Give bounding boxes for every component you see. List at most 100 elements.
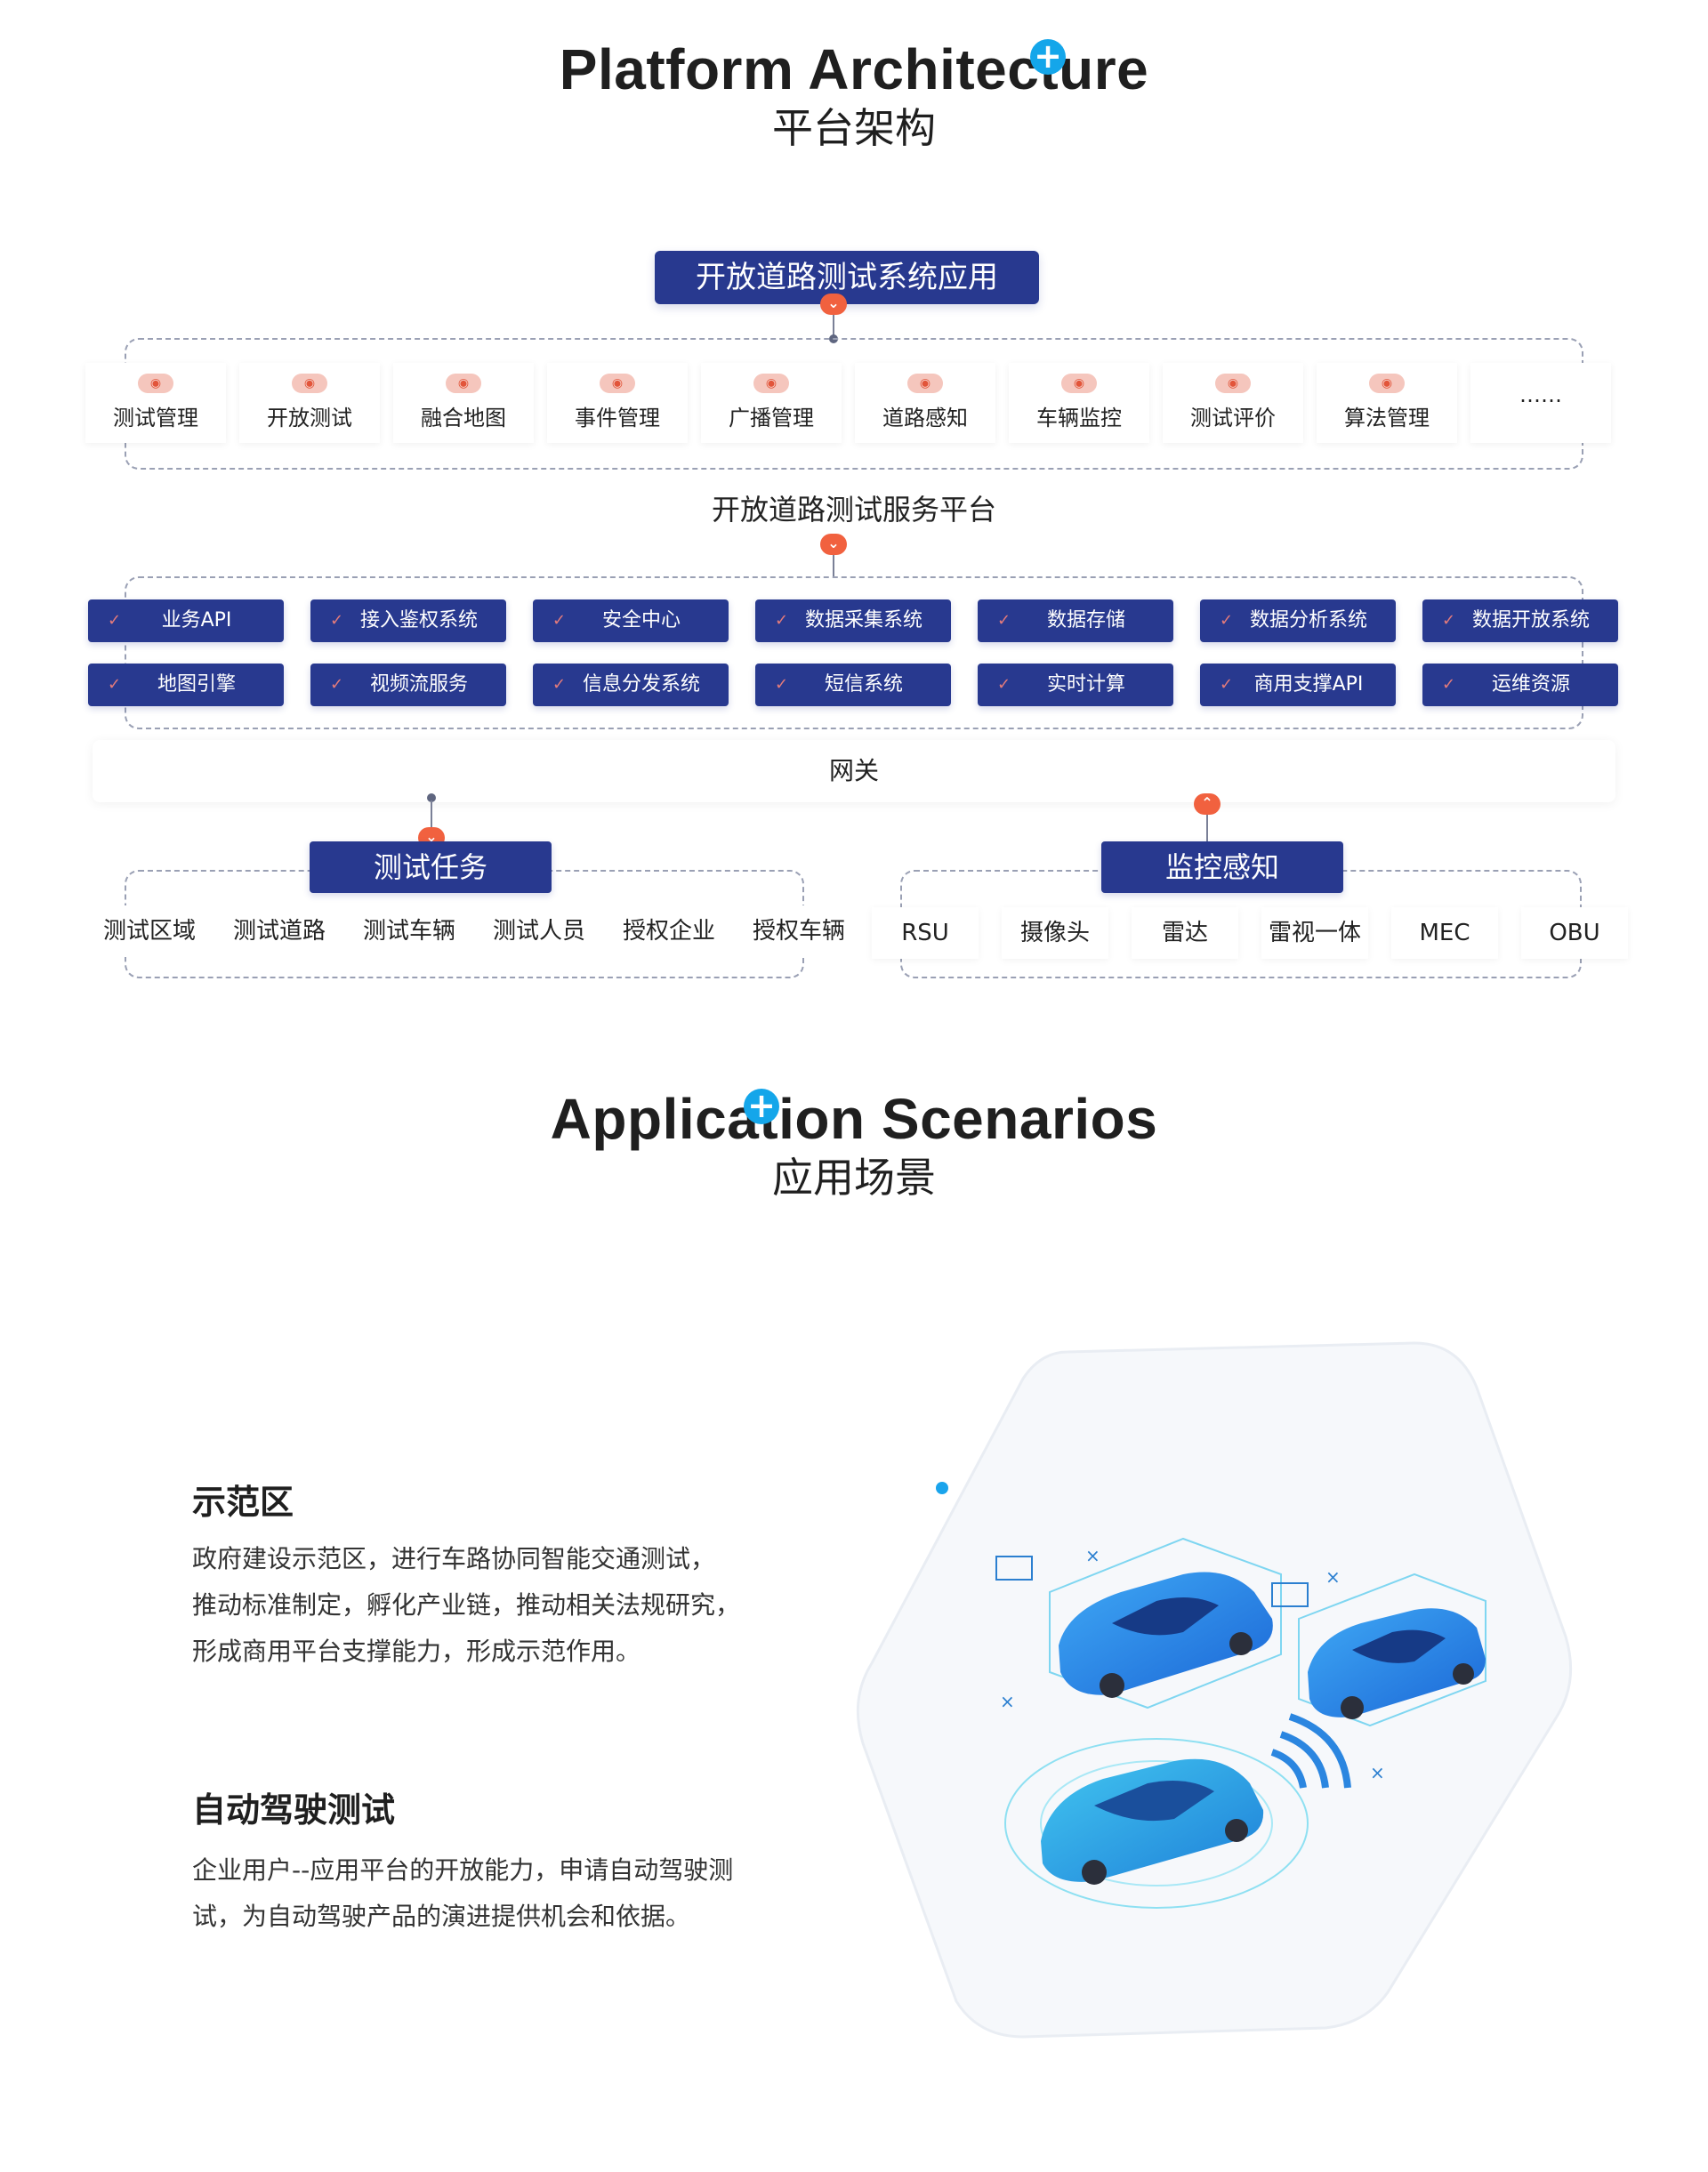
- service-item[interactable]: ✓视频流服务: [310, 664, 506, 706]
- module-label: 测试评价: [1190, 406, 1276, 430]
- module-item[interactable]: ……: [1470, 363, 1611, 443]
- service-label: 数据存储: [1046, 609, 1125, 631]
- map-pin-icon: ◉: [446, 374, 481, 393]
- car-icon: [1271, 1573, 1486, 1727]
- module-label: 广播管理: [729, 406, 814, 430]
- module-label: 算法管理: [1344, 406, 1430, 430]
- architecture-cn-title: 平台架构: [772, 104, 936, 152]
- service-label: 实时计算: [1046, 673, 1125, 696]
- car-icon: [1004, 1713, 1351, 1909]
- decor-cross: ×: [1085, 1545, 1100, 1566]
- service-item[interactable]: ✓数据分析系统: [1200, 599, 1396, 642]
- radar-icon: ◉: [907, 374, 943, 393]
- test-task-item: 授权车辆: [738, 905, 859, 957]
- module-item[interactable]: ◉ 测试评价: [1163, 363, 1303, 443]
- service-label: 短信系统: [824, 673, 903, 696]
- service-item[interactable]: ✓数据开放系统: [1422, 599, 1618, 642]
- service-item[interactable]: ✓ 安全中心: [533, 599, 729, 642]
- module-item[interactable]: ◉ 测试管理: [85, 363, 226, 443]
- scenario-line: 形成商用平台支撑能力，形成示范作用。: [192, 1637, 641, 1666]
- service-item[interactable]: ✓ 运维资源: [1422, 664, 1618, 706]
- monitoring-item: 雷视一体: [1261, 907, 1368, 959]
- check-icon: ✓: [552, 611, 567, 630]
- scenario-description: 企业用户--应用平台的开放能力，申请自动驾驶测 试，为自动驾驶产品的演进提供机会…: [192, 1847, 868, 1940]
- module-label: 开放测试: [267, 406, 352, 430]
- broadcast-icon: ◉: [753, 374, 789, 393]
- service-item[interactable]: ✓ 信息分发系统: [533, 664, 729, 706]
- chat-icon: ◉: [600, 374, 635, 393]
- services-frame: [125, 576, 1583, 729]
- scenario-title: 示范区: [192, 1483, 294, 1522]
- connector-line: [1206, 815, 1208, 841]
- connector-line: [431, 800, 432, 829]
- service-label: 业务API: [161, 609, 232, 631]
- scenario-line: 政府建设示范区，进行车路协同智能交通测试，: [192, 1544, 716, 1573]
- service-label: 接入鉴权系统: [359, 609, 478, 631]
- decor-cross: ×: [1000, 1691, 1015, 1712]
- module-item[interactable]: ◉车辆监控: [1009, 363, 1149, 443]
- hexagon-backdrop: [856, 1341, 1573, 2039]
- camera-icon: ◉: [1061, 374, 1097, 393]
- monitoring-item: RSU: [872, 907, 979, 959]
- service-item[interactable]: ✓接入鉴权系统: [310, 599, 506, 642]
- decor-dot: [936, 1482, 948, 1494]
- module-item[interactable]: ◉ 开放测试: [239, 363, 380, 443]
- car-icon: [995, 1537, 1282, 1709]
- gateway-bar: 网关: [93, 740, 1615, 802]
- check-icon: ✓: [1442, 675, 1456, 694]
- ai-icon: ◉: [1369, 374, 1405, 393]
- service-item[interactable]: ✓ 业务API: [88, 599, 284, 642]
- service-label: 安全中心: [601, 609, 681, 631]
- monitoring-title: 监控感知: [1101, 841, 1343, 893]
- monitoring-item: OBU: [1521, 907, 1628, 959]
- module-item[interactable]: ◉道路感知: [855, 363, 995, 443]
- gears-icon: ◉: [292, 374, 327, 393]
- connector-dot: [427, 793, 436, 802]
- service-item[interactable]: ✓数据采集系统: [755, 599, 951, 642]
- service-item[interactable]: ✓ 短信系统: [755, 664, 951, 706]
- scenarios-cn-title: 应用场景: [772, 1154, 936, 1202]
- scenario-line: 试，为自动驾驶产品的演进提供机会和依据。: [192, 1902, 691, 1931]
- cars-illustration: × × × ×: [856, 1341, 1573, 2039]
- shield-icon: ◉: [1215, 374, 1251, 393]
- module-item[interactable]: ◉事件管理: [547, 363, 688, 443]
- check-icon: ✓: [775, 675, 789, 694]
- scenario-demo-zone: 示范区 政府建设示范区，进行车路协同智能交通测试， 推动标准制定，孵化产业链，推…: [192, 1475, 868, 1675]
- service-item[interactable]: ✓地图引擎: [88, 664, 284, 706]
- decor-cross: ×: [1370, 1762, 1385, 1783]
- check-icon: ✓: [1220, 675, 1234, 694]
- check-icon: ✓: [552, 675, 567, 694]
- module-label: 融合地图: [421, 406, 506, 430]
- monitoring-item: 摄像头: [1002, 907, 1108, 959]
- service-item[interactable]: ✓ 实时计算: [978, 664, 1173, 706]
- module-item[interactable]: ◉ 广播管理: [701, 363, 842, 443]
- module-item[interactable]: ◉ 融合地图: [393, 363, 534, 443]
- service-label: 数据采集系统: [804, 609, 922, 631]
- test-task-item: 测试人员: [479, 905, 600, 957]
- service-item[interactable]: ✓ 商用支撑API: [1200, 664, 1396, 706]
- scenarios-en-title: Application Scenarios: [550, 1087, 1158, 1151]
- test-task-item: 授权企业: [608, 905, 729, 957]
- module-item[interactable]: ◉ 算法管理: [1317, 363, 1457, 443]
- module-label: ……: [1519, 382, 1562, 407]
- check-icon: ✓: [1220, 611, 1234, 630]
- service-item[interactable]: ✓数据存储: [978, 599, 1173, 642]
- monitor-icon: ◉: [138, 374, 173, 393]
- check-icon: ✓: [330, 675, 344, 694]
- module-label: 测试管理: [113, 406, 198, 430]
- service-label: 信息分发系统: [582, 673, 700, 696]
- architecture-en-title: Platform Architecture: [559, 37, 1149, 101]
- check-icon: ✓: [108, 611, 122, 630]
- scenario-autonomous-test: 自动驾驶测试 企业用户--应用平台的开放能力，申请自动驾驶测 试，为自动驾驶产品…: [192, 1782, 868, 1940]
- plus-dot-icon: +: [744, 1089, 779, 1124]
- service-label: 商用支撑API: [1253, 673, 1364, 696]
- service-platform-label: 开放道路测试服务平台: [711, 493, 996, 527]
- service-label: 数据开放系统: [1471, 609, 1590, 631]
- scenario-line: 企业用户--应用平台的开放能力，申请自动驾驶测: [192, 1855, 734, 1885]
- service-label: 运维资源: [1491, 673, 1570, 696]
- check-icon: ✓: [997, 675, 1011, 694]
- chevron-up-icon: ⌃: [1194, 793, 1221, 815]
- chevron-down-icon: ⌄: [820, 534, 847, 555]
- test-task-title: 测试任务: [310, 841, 552, 893]
- scenario-title: 自动驾驶测试: [192, 1790, 396, 1830]
